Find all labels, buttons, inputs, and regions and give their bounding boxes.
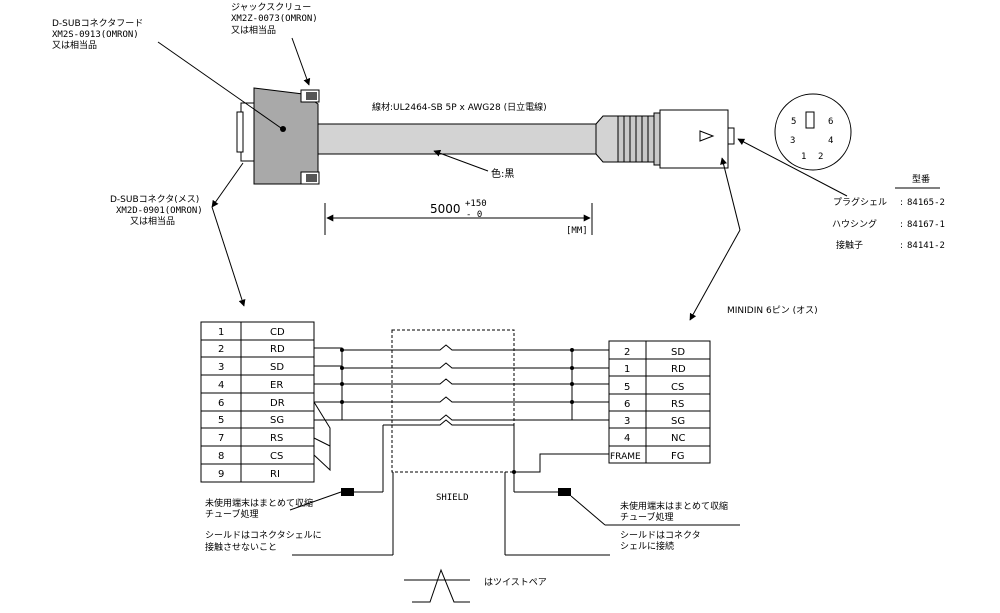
dsub-pin-number: 9 bbox=[218, 469, 224, 480]
shrink-tube-right bbox=[558, 488, 571, 496]
minidin-pin-number: 1 bbox=[624, 364, 630, 375]
dsub-hood-drawing bbox=[236, 87, 320, 185]
dsub-pin-number: 3 bbox=[218, 362, 224, 373]
dsub-pin-number: 1 bbox=[218, 327, 224, 338]
dsub-connector-label-2: XM2D-0901(OMRON) bbox=[116, 206, 203, 216]
wire-spec-label: 線材:UL2464-SB 5P x AWG28 (日立電線) bbox=[372, 101, 547, 113]
dsub-hood-label-3: 又は相当品 bbox=[52, 39, 97, 51]
note-unused-left-2: チューブ処理 bbox=[205, 508, 258, 520]
jack-screw-label-1: ジャックスクリュー bbox=[231, 2, 311, 13]
twisted-pair-symbol bbox=[404, 568, 470, 603]
dsub-pin-signal: RI bbox=[270, 469, 280, 480]
parts-number-2: 84141-2 bbox=[907, 241, 945, 251]
color-leader bbox=[433, 149, 489, 172]
minidin-pin-signal: SG bbox=[671, 416, 685, 427]
dsub-pin-number: 5 bbox=[218, 415, 224, 426]
pin-face-label-3: 3 bbox=[790, 136, 795, 146]
minidin-pin-table bbox=[608, 340, 711, 464]
minidin-pin-number: FRAME bbox=[610, 452, 641, 462]
dsub-pin-table bbox=[200, 321, 315, 483]
dsub-hood-leader bbox=[157, 41, 282, 129]
note-shield-right-2: シェルに接続 bbox=[620, 540, 674, 552]
note-unused-right-1: 未使用端末はまとめて収縮 bbox=[620, 500, 728, 512]
parts-number-0: 84165-2 bbox=[907, 198, 945, 208]
minidin-pin-face bbox=[774, 93, 852, 171]
minidin-pin-number: 6 bbox=[624, 399, 630, 410]
parts-name-1: ハウシング bbox=[832, 218, 877, 230]
pin-face-label-4: 4 bbox=[828, 136, 833, 146]
dsub-hood-label-2: XM2S-0913(OMRON) bbox=[52, 30, 139, 40]
dsub-connector-leader-down bbox=[211, 206, 246, 307]
dsub-pin-signal: RD bbox=[270, 344, 285, 355]
shrink-tube-left bbox=[341, 488, 354, 496]
twisted-pair-label: はツイストペア bbox=[484, 577, 547, 588]
shield-label: SHIELD bbox=[436, 493, 469, 503]
dsub-hood-label-1: D-SUBコネクタフード bbox=[52, 18, 143, 29]
pin-face-label-1: 1 bbox=[801, 152, 806, 162]
note-unused-right-2: チューブ処理 bbox=[620, 511, 673, 523]
note-shield-left-1: シールドはコネクタシェルに bbox=[205, 530, 322, 541]
minidin-pin-signal: RS bbox=[671, 399, 684, 410]
pin-face-label-6: 6 bbox=[828, 117, 833, 127]
dsub-pin-signal: DR bbox=[270, 398, 285, 409]
dsub-pin-signal: SD bbox=[270, 362, 284, 373]
dsub-pin-number: 8 bbox=[218, 451, 224, 462]
minidin-pin-signal: CS bbox=[671, 382, 684, 393]
minidin-pin-signal: FG bbox=[671, 451, 685, 462]
dsub-pin-number: 4 bbox=[218, 380, 224, 391]
parts-header: 型番 bbox=[912, 173, 930, 185]
minidin-label: MINIDIN 6ピン (オス) bbox=[727, 305, 818, 316]
jack-screw-leader bbox=[291, 37, 311, 86]
dsub-pin-number: 6 bbox=[218, 398, 224, 409]
length-value: 5000 bbox=[430, 202, 461, 216]
pin-face-label-2: 2 bbox=[818, 152, 823, 162]
note-unused-left-1: 未使用端末はまとめて収縮 bbox=[205, 497, 313, 509]
parts-number-1: 84167-1 bbox=[907, 220, 945, 230]
color-label: 色:黒 bbox=[491, 167, 514, 180]
minidin-plug-drawing bbox=[595, 109, 735, 169]
note-shield-right-1: シールドはコネクタ bbox=[620, 530, 701, 541]
pin-face-label-5: 5 bbox=[791, 117, 796, 127]
length-unit: [MM] bbox=[566, 226, 588, 236]
minidin-pin-number: 2 bbox=[624, 347, 630, 358]
shield-box bbox=[391, 329, 515, 473]
note-shield-left-2: 接触させないこと bbox=[205, 541, 277, 553]
length-tol-minus: - 0 bbox=[466, 210, 482, 220]
dsub-pin-number: 7 bbox=[218, 433, 224, 444]
dsub-pin-signal: RS bbox=[270, 433, 283, 444]
note-leader-right bbox=[570, 495, 606, 526]
jack-screw-label-3: 又は相当品 bbox=[231, 24, 276, 36]
parts-sep-1: : bbox=[900, 220, 903, 230]
parts-name-2: 接触子 bbox=[836, 239, 863, 251]
minidin-leader-up bbox=[720, 157, 741, 231]
parts-sep-0: : bbox=[900, 198, 903, 208]
length-tol-plus: +150 bbox=[465, 199, 487, 209]
minidin-pin-number: 3 bbox=[624, 416, 630, 427]
dsub-connector-label-3: 又は相当品 bbox=[130, 215, 175, 227]
cable-body bbox=[317, 123, 597, 155]
wire-junctions bbox=[340, 348, 574, 474]
minidin-pin-signal: SD bbox=[671, 347, 685, 358]
minidin-pin-signal: RD bbox=[671, 364, 686, 375]
minidin-pin-number: 4 bbox=[624, 433, 630, 444]
wires bbox=[292, 344, 610, 556]
note-leader-left bbox=[289, 491, 342, 511]
pinface-leader bbox=[737, 138, 848, 197]
dsub-pin-signal: ER bbox=[270, 380, 283, 391]
dsub-pin-signal: CS bbox=[270, 451, 283, 462]
parts-name-0: プラグシェル bbox=[833, 196, 887, 208]
dsub-connector-label-1: D-SUBコネクタ(メス) bbox=[110, 194, 199, 205]
minidin-pin-signal: NC bbox=[671, 433, 685, 444]
dsub-connector-leader-up bbox=[211, 162, 244, 208]
jack-screw-label-2: XM2Z-0073(OMRON) bbox=[231, 14, 318, 24]
parts-sep-2: : bbox=[900, 241, 903, 251]
dsub-pin-signal: SG bbox=[270, 415, 284, 426]
dsub-pin-number: 2 bbox=[218, 344, 224, 355]
minidin-pin-number: 5 bbox=[624, 382, 630, 393]
minidin-leader-down bbox=[689, 229, 741, 321]
dsub-pin-signal: CD bbox=[270, 327, 285, 338]
